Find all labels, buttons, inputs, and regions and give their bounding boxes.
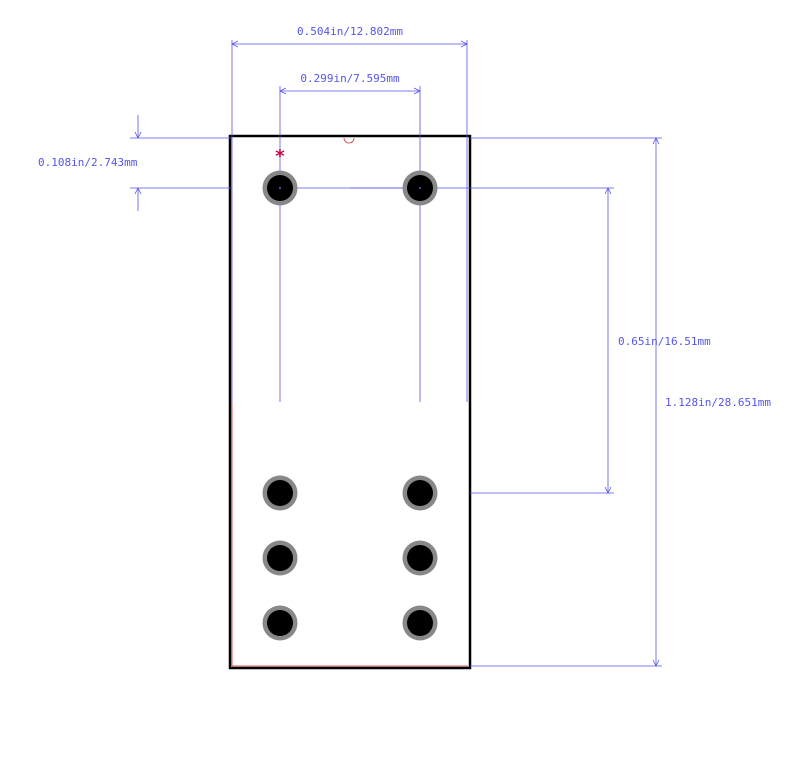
pin-centerlines — [231, 40, 468, 402]
pad — [262, 605, 298, 641]
dimension-label-top-offset: 0.108in/2.743mm — [38, 156, 138, 169]
pad-center-dot — [279, 187, 281, 189]
pad — [402, 605, 438, 641]
pin1-marker: * — [275, 146, 285, 167]
dimension-label-pin-pitch: 0.299in/7.595mm — [300, 72, 400, 85]
dimension-label-pin-span: 0.65in/16.51mm — [618, 335, 711, 348]
dimension-overall-width — [231, 40, 468, 48]
dimension-pin-pitch — [279, 87, 421, 95]
component-outline — [228, 134, 472, 670]
pad — [262, 475, 298, 511]
pad-grid — [262, 170, 438, 641]
dimension-pin-span — [350, 187, 614, 494]
pad — [262, 540, 298, 576]
pad — [402, 475, 438, 511]
dimension-label-overall-height: 1.128in/28.651mm — [665, 396, 771, 409]
dimension-overall-height — [470, 137, 662, 667]
pad — [402, 540, 438, 576]
pad-center-dot — [419, 187, 421, 189]
dimension-top-offset — [130, 115, 232, 211]
dimension-label-overall-width: 0.504in/12.802mm — [297, 25, 403, 38]
pin1-notch — [343, 137, 355, 144]
